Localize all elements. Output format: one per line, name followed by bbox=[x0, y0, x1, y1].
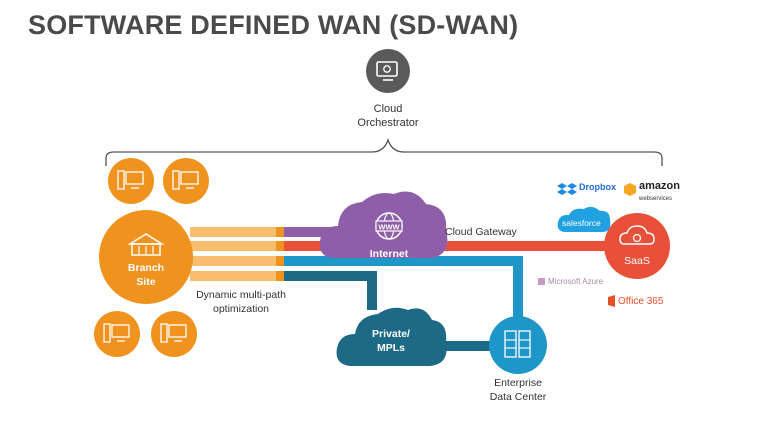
saas-link bbox=[284, 241, 624, 251]
aws-icon bbox=[624, 183, 636, 196]
orchestrator-bracket bbox=[105, 137, 663, 166]
office365-icon bbox=[608, 295, 615, 307]
orchestrator-line2: Orchestrator bbox=[357, 117, 419, 129]
internet-label: Internet bbox=[369, 248, 409, 260]
dropbox-icon bbox=[557, 183, 577, 195]
amazon-line2: webservices bbox=[639, 196, 673, 202]
internet-link bbox=[284, 227, 354, 237]
multipath-line2: optimization bbox=[212, 303, 270, 315]
dropbox-label: Dropbox bbox=[579, 182, 616, 192]
datacenter-line2: Data Center bbox=[489, 391, 547, 403]
orchestrator-line1: Cloud bbox=[373, 103, 403, 115]
amazon-label: amazon webservices bbox=[639, 180, 680, 204]
multipath-label: Dynamic multi-path optimization bbox=[186, 288, 296, 316]
mpls-cloud bbox=[336, 307, 447, 366]
branch-site-label: Branch Site bbox=[116, 261, 176, 289]
salesforce-logo bbox=[557, 206, 611, 232]
svg-text:WWW: WWW bbox=[378, 223, 400, 232]
datacenter-link bbox=[284, 256, 523, 320]
mpls-label: Private/ MPLs bbox=[361, 327, 421, 355]
mpls-datacenter-link bbox=[410, 341, 500, 351]
page-title: SOFTWARE DEFINED WAN (SD-WAN) bbox=[28, 10, 519, 40]
data-center-label: Enterprise Data Center bbox=[478, 376, 558, 404]
mpls-line1: Private/ bbox=[372, 328, 410, 340]
branch-device-2 bbox=[163, 158, 209, 204]
azure-icon bbox=[538, 278, 545, 285]
mpls-line2: MPLs bbox=[376, 342, 405, 354]
salesforce-label: salesforce bbox=[562, 218, 601, 228]
amazon-line1: amazon bbox=[639, 180, 680, 192]
mpls-link bbox=[284, 271, 377, 310]
saas-node bbox=[604, 213, 670, 279]
cloud-gateway-label: Cloud Gateway bbox=[445, 226, 517, 238]
cloud-orchestrator-label: Cloud Orchestrator bbox=[338, 102, 438, 130]
branch-links bbox=[190, 227, 290, 281]
branch-device-1 bbox=[108, 158, 154, 204]
office365-label: Office 365 bbox=[618, 296, 664, 307]
branch-device-4 bbox=[151, 311, 197, 357]
cloud-orchestrator-node bbox=[366, 49, 410, 93]
branch-site-node bbox=[99, 210, 193, 304]
datacenter-line1: Enterprise bbox=[494, 377, 542, 389]
azure-label: Microsoft Azure bbox=[548, 277, 604, 286]
branch-device-3 bbox=[94, 311, 140, 357]
branch-line2: Site bbox=[136, 276, 156, 288]
saas-label: SaaS bbox=[624, 255, 650, 267]
branch-line1: Branch bbox=[127, 262, 165, 274]
internet-cloud: WWW bbox=[319, 191, 448, 258]
data-center-node bbox=[489, 316, 547, 374]
multipath-line1: Dynamic multi-path bbox=[196, 289, 286, 301]
